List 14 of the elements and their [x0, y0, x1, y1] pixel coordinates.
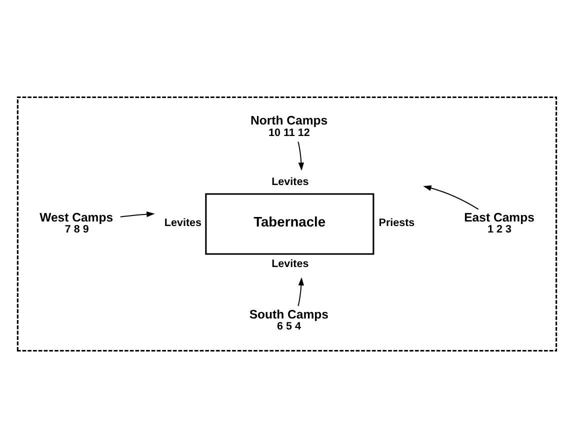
node-label: Priests [378, 216, 415, 229]
node-label: Levites [164, 216, 202, 229]
arrow [298, 276, 304, 306]
node-text: West Camps 7 8 9 [40, 210, 114, 236]
node-box: Tabernacle [205, 192, 374, 254]
node-text: North Camps 10 11 12 [250, 113, 328, 138]
node-label: Levites [272, 175, 309, 188]
node-label: Levites [272, 258, 309, 270]
node-text: East Camps 1 2 3 [464, 210, 534, 236]
arrow [120, 210, 155, 217]
arrow [423, 184, 479, 210]
arrow [298, 140, 304, 170]
node-text: South Camps 6 5 4 [249, 306, 329, 332]
cluster [16, 96, 558, 352]
